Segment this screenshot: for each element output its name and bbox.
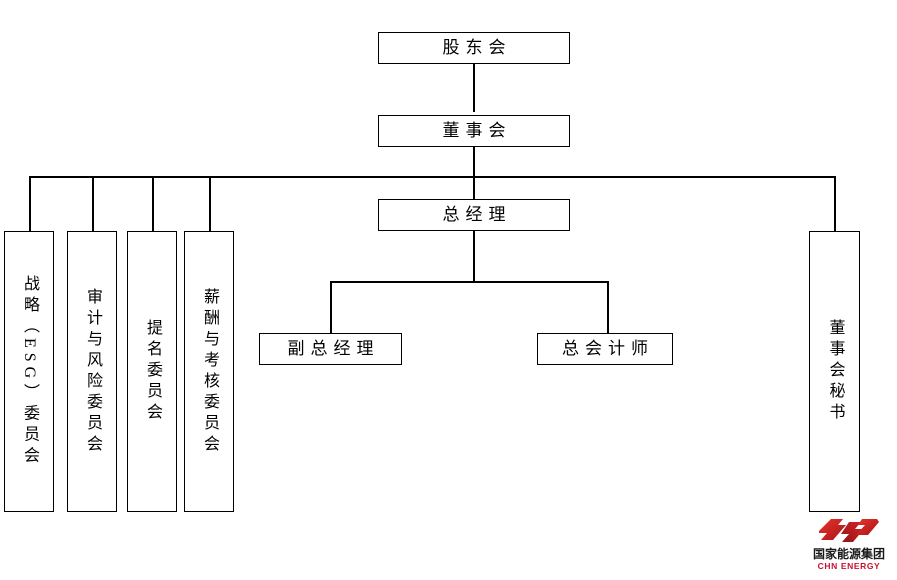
node-board-secretary-label: 董事会秘书 — [826, 319, 844, 424]
node-nomination-committee[interactable]: 提名委员会 — [127, 231, 177, 512]
node-deputy-general-manager-label: 副总经理 — [287, 338, 380, 358]
node-remuneration-assessment-committee[interactable]: 薪酬与考核委员会 — [184, 231, 234, 512]
node-audit-risk-committee[interactable]: 审计与风险委员会 — [67, 231, 117, 512]
node-shareholders-label: 股东会 — [442, 37, 512, 57]
connector-bus-to-remuneration-assessment-committee — [209, 176, 211, 232]
node-nomination-committee-label: 提名委员会 — [144, 319, 161, 424]
company-logo: 国家能源集团 CHN ENERGY — [806, 516, 892, 574]
node-chief-accountant-label: 总会计师 — [562, 338, 654, 358]
node-general-manager[interactable]: 总经理 — [378, 199, 570, 231]
chn-energy-logo-mark — [819, 519, 879, 542]
connector-general-manager-down — [473, 231, 475, 282]
connector-bus-to-chief-accountant — [607, 281, 609, 334]
connector-bus-to-board-secretary — [834, 176, 836, 232]
connector-board-down — [473, 147, 475, 177]
logo-company-name-en: CHN ENERGY — [817, 561, 881, 571]
node-deputy-general-manager[interactable]: 副总经理 — [259, 333, 402, 365]
node-chief-accountant[interactable]: 总会计师 — [537, 333, 673, 365]
node-remuneration-assessment-committee-label: 薪酬与考核委员会 — [201, 287, 218, 456]
node-board-label: 董事会 — [442, 120, 512, 140]
connector-bus-to-deputy-general-manager — [330, 281, 332, 334]
connector-board-bus — [29, 176, 836, 178]
node-audit-risk-committee-label: 审计与风险委员会 — [84, 287, 101, 456]
node-board-secretary[interactable]: 董事会秘书 — [809, 231, 860, 512]
connector-bus-to-nomination-committee — [152, 176, 154, 232]
connector-shareholders-to-board — [473, 64, 475, 112]
node-board[interactable]: 董事会 — [378, 115, 570, 147]
node-strategy-esg-committee[interactable]: 战略（ESG）委员会 — [4, 231, 54, 512]
connector-bus-to-audit-risk-committee — [92, 176, 94, 232]
node-general-manager-label: 总经理 — [442, 204, 512, 224]
connector-bus-to-strategy-esg-committee — [29, 176, 31, 232]
connector-bus-to-general-manager — [473, 176, 475, 199]
connector-general-manager-bus — [330, 281, 608, 283]
logo-company-name-cn: 国家能源集团 — [812, 547, 885, 561]
node-strategy-esg-committee-label: 战略（ESG）委员会 — [21, 275, 38, 468]
node-shareholders[interactable]: 股东会 — [378, 32, 570, 64]
